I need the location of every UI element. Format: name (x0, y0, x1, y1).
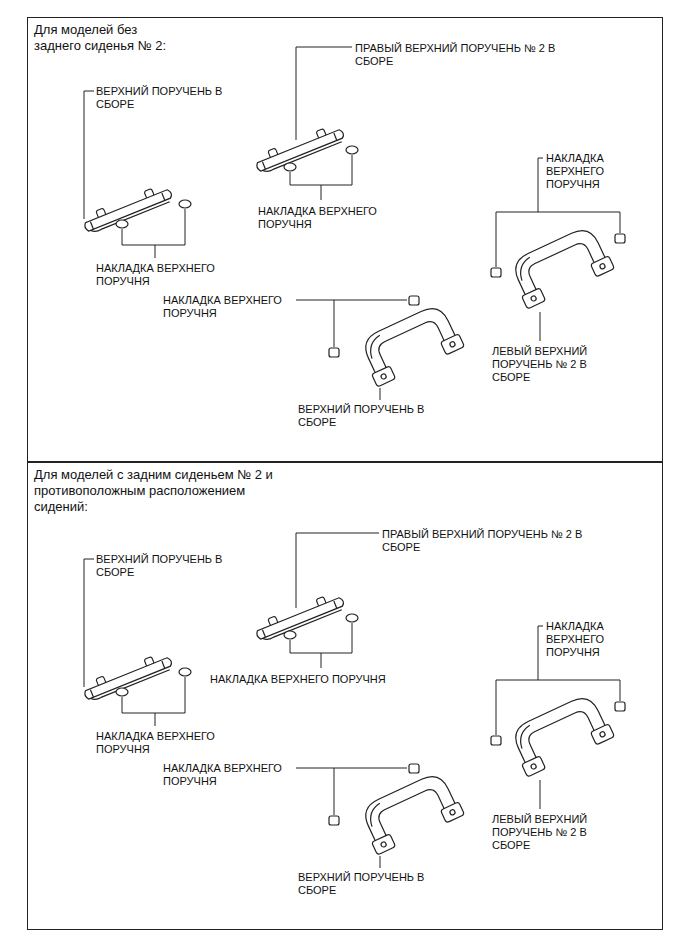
handle-cap (329, 348, 339, 357)
part-label: ВЕРХНИЙ ПОРУЧЕНЬ В СБОРЕ (96, 85, 246, 111)
grab-handle (506, 223, 614, 309)
handle-cap (346, 146, 358, 154)
part-label: НАКЛАДКА ВЕРХНЕГО ПОРУЧНЯ (546, 152, 626, 191)
part-label: НАКЛАДКА ВЕРХНЕГО ПОРУЧНЯ (163, 294, 303, 320)
grab-handle (356, 301, 464, 387)
part-label: ЛЕВЫЙ ВЕРХНИЙ ПОРУЧЕНЬ № 2 В СБОРЕ (492, 813, 612, 852)
handle-group (81, 559, 625, 868)
handle-cap (116, 220, 128, 228)
leader-line (296, 47, 379, 608)
panel-heading: Для моделей без заднего сиденья № 2: (34, 22, 179, 54)
part-label: ВЕРХНИЙ ПОРУЧЕНЬ В СБОРЕ (96, 553, 246, 579)
part-label: ВЕРХНИЙ ПОРУЧЕНЬ В СБОРЕ (298, 871, 448, 897)
part-label: НАКЛАДКА ВЕРХНЕГО ПОРУЧНЯ (258, 205, 398, 231)
handle-cap (491, 268, 501, 277)
handle-group (81, 91, 625, 400)
part-label: ПРАВЫЙ ВЕРХНИЙ ПОРУЧЕНЬ № 2 В СБОРЕ (355, 42, 560, 68)
handle-cap (179, 200, 191, 208)
part-label: НАКЛАДКА ВЕРХНЕГО ПОРУЧНЯ (163, 762, 303, 788)
panel-frame: Для моделей без заднего сиденья № 2: (27, 17, 663, 462)
part-label: НАКЛАДКА ВЕРХНЕГО ПОРУЧНЯ (96, 262, 236, 288)
part-label: ПРАВЫЙ ВЕРХНИЙ ПОРУЧЕНЬ № 2 В СБОРЕ (382, 528, 587, 554)
handle-cap (409, 296, 419, 305)
grab-handle (81, 182, 174, 234)
handle-cap (615, 234, 625, 243)
part-label: НАКЛАДКА ВЕРХНЕГО ПОРУЧНЯ (96, 730, 236, 756)
part-label: ЛЕВЫЙ ВЕРХНИЙ ПОРУЧЕНЬ № 2 В СБОРЕ (492, 345, 612, 384)
panel-heading: Для моделей с задним сиденьем № 2 и прот… (34, 467, 299, 515)
leader-line (84, 91, 620, 400)
part-label: ВЕРХНИЙ ПОРУЧЕНЬ В СБОРЕ (298, 403, 448, 429)
part-label: НАКЛАДКА ВЕРХНЕГО ПОРУЧНЯ (546, 620, 626, 659)
handle-cap (284, 163, 296, 171)
grab-handle (253, 122, 346, 174)
part-label: НАКЛАДКА ВЕРХНЕГО ПОРУЧНЯ (210, 673, 450, 686)
